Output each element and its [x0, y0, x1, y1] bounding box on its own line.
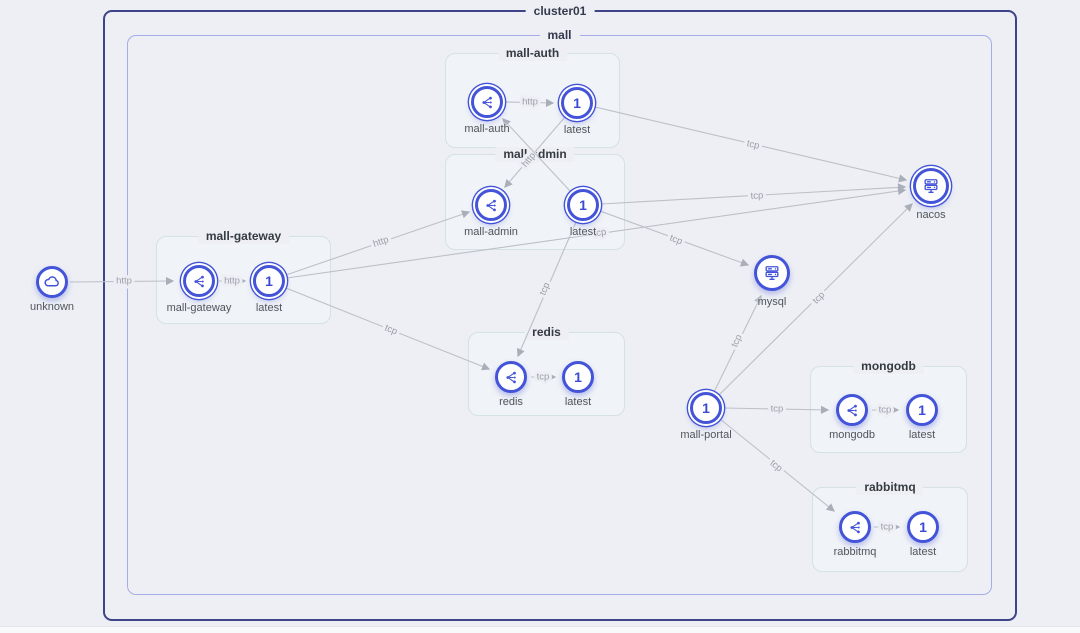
share-icon	[479, 94, 496, 111]
node-label: unknown	[29, 301, 75, 313]
group-label: mongodb	[853, 359, 924, 374]
server-icon	[762, 263, 782, 283]
replica-count: 1	[702, 400, 710, 416]
edge-unknown-gateway[interactable]: http	[69, 273, 175, 290]
svg-text:tcp: tcp	[881, 522, 894, 533]
edge-portal-mysql[interactable]: tcp	[713, 294, 762, 393]
node-label: latest	[909, 546, 937, 558]
svg-text:http: http	[224, 276, 240, 287]
svg-text:http: http	[372, 234, 391, 250]
group-label: mall-auth	[497, 46, 568, 61]
edge-auth-latest-nacos[interactable]: tcp	[594, 106, 908, 183]
svg-text:tcp: tcp	[383, 323, 399, 338]
node-label: rabbitmq	[833, 546, 877, 558]
svg-text:http: http	[522, 97, 538, 108]
share-icon	[847, 519, 864, 536]
cluster-label: cluster01	[525, 4, 595, 19]
group-box-rabbitmq: rabbitmq	[812, 480, 968, 572]
edge-auth-svc-latest[interactable]: http	[505, 94, 555, 111]
replica-count: 1	[919, 519, 927, 535]
edge-portal-nacos[interactable]: tcp	[718, 203, 913, 396]
svg-text:tcp: tcp	[537, 281, 552, 297]
cluster-box: cluster01	[103, 4, 1017, 621]
node-label: redis	[499, 396, 523, 408]
replica-count: 1	[265, 273, 273, 289]
node-label: mall-admin	[464, 226, 518, 238]
namespace-box: mall	[127, 28, 992, 595]
replica-count: 1	[574, 369, 582, 385]
node-label: latest	[569, 226, 597, 238]
svg-text:tcp: tcp	[746, 138, 761, 152]
group-box-redis: redis	[468, 325, 625, 416]
svg-text:tcp: tcp	[593, 227, 607, 240]
edge-gateway-latest-nacos[interactable]: tcp	[286, 186, 907, 279]
share-icon	[503, 369, 520, 386]
share-icon	[483, 197, 500, 214]
node-label: mysql	[757, 296, 787, 308]
edge-admin-latest-nacos[interactable]: tcp	[600, 183, 907, 205]
edge-admin-latest-auth-svc[interactable]	[502, 118, 572, 193]
replica-count: 1	[918, 402, 926, 418]
svg-text:tcp: tcp	[537, 372, 550, 383]
edge-portal-mongodb[interactable]: tcp	[723, 401, 830, 418]
server-icon	[921, 176, 941, 196]
svg-text:tcp: tcp	[811, 290, 828, 307]
bottom-divider	[0, 626, 1080, 633]
node-label: latest	[563, 124, 591, 136]
svg-text:tcp: tcp	[771, 404, 784, 415]
share-icon	[844, 402, 861, 419]
replica-count: 1	[579, 197, 587, 213]
group-label: redis	[524, 325, 569, 340]
edge-gateway-svc-latest[interactable]: http	[219, 273, 247, 290]
node-label: latest	[564, 396, 592, 408]
svg-text:tcp: tcp	[729, 333, 744, 349]
group-box-mongodb: mongodb	[810, 359, 967, 453]
svg-text:tcp: tcp	[750, 190, 763, 202]
node-label: nacos	[916, 209, 946, 221]
svg-text:tcp: tcp	[879, 405, 892, 416]
svg-text:http: http	[116, 276, 132, 287]
node-label: latest	[255, 302, 283, 314]
cloud-icon	[42, 272, 62, 292]
group-label: rabbitmq	[856, 480, 924, 495]
node-label: mongodb	[829, 429, 875, 441]
node-label: mall-auth	[464, 123, 510, 135]
group-label: mall-gateway	[197, 229, 290, 244]
svg-text:tcp: tcp	[668, 233, 684, 248]
svg-text:tcp: tcp	[768, 458, 785, 475]
edge-mongodb-svc-latest[interactable]: tcp	[872, 402, 900, 419]
edge-gateway-latest-redis[interactable]: tcp	[285, 287, 491, 371]
namespace-label: mall	[539, 28, 580, 43]
edge-admin-latest-mysql[interactable]: tcp	[599, 210, 750, 267]
node-label: latest	[908, 429, 936, 441]
edge-admin-latest-redis[interactable]: tcp	[516, 221, 577, 358]
share-icon	[191, 273, 208, 290]
edge-portal-rabbitmq[interactable]: tcp	[719, 418, 835, 512]
node-label: mall-gateway	[166, 302, 232, 314]
node-label: mall-portal	[680, 429, 732, 441]
replica-count: 1	[573, 95, 581, 111]
edge-redis-svc-latest[interactable]: tcp	[531, 369, 557, 386]
edge-rabbitmq-svc-latest[interactable]: tcp	[874, 519, 901, 536]
